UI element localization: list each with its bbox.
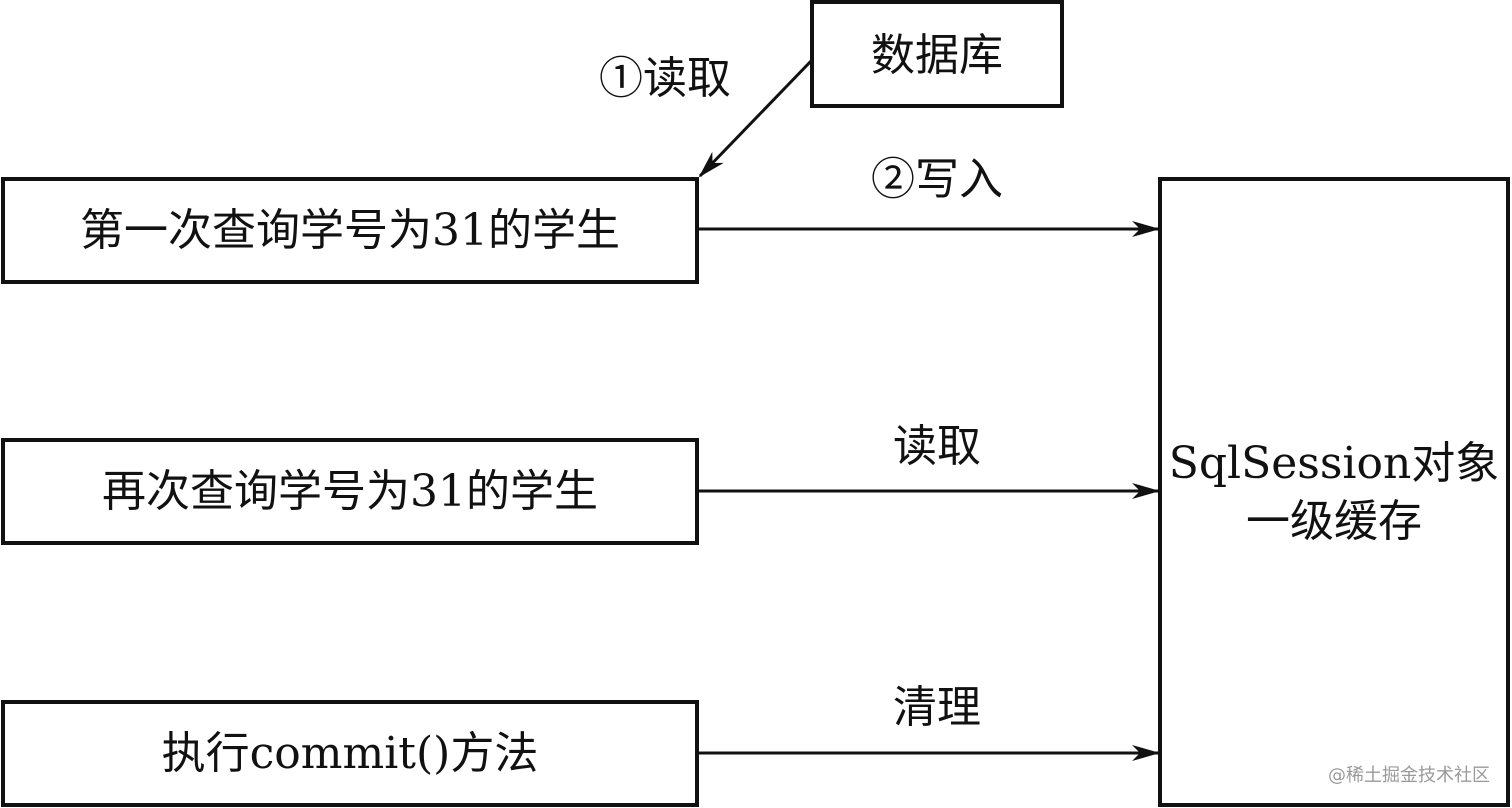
cache-box bbox=[1158, 177, 1510, 807]
edge-clear-cache: 清理 bbox=[697, 682, 1160, 761]
first-query-box bbox=[1, 177, 699, 284]
edge-read-from-cache: 读取 bbox=[697, 421, 1160, 499]
cache-node: SqlSession对象 一级缓存 bbox=[1158, 177, 1510, 807]
database-box bbox=[810, 0, 1064, 108]
commit-label: 执行commit()方法 bbox=[162, 728, 539, 779]
edge-label-read-from-cache: 读取 bbox=[893, 421, 981, 472]
edge-label-write-to-cache: ②写入 bbox=[871, 154, 1003, 205]
database-node: 数据库 bbox=[810, 0, 1064, 108]
second-query-box bbox=[1, 438, 699, 545]
edge-write-to-cache: ②写入 bbox=[697, 154, 1160, 237]
cache-label-line2: 一级缓存 bbox=[1246, 496, 1422, 547]
cache-label-line1: SqlSession对象 bbox=[1169, 438, 1500, 489]
database-label: 数据库 bbox=[871, 30, 1003, 81]
edge-label-read-from-db: ①读取 bbox=[599, 53, 731, 104]
edge-label-clear-cache: 清理 bbox=[893, 682, 981, 733]
second-query-node: 再次查询学号为31的学生 bbox=[1, 438, 699, 545]
first-query-node: 第一次查询学号为31的学生 bbox=[1, 177, 699, 284]
commit-node: 执行commit()方法 bbox=[1, 700, 699, 807]
second-query-label: 再次查询学号为31的学生 bbox=[102, 466, 598, 517]
edge-read-from-db: ①读取 bbox=[599, 53, 814, 178]
arrow-db-to-first-query bbox=[698, 58, 814, 178]
watermark-text: @稀土掘金技术社区 bbox=[1328, 765, 1490, 786]
first-query-label: 第一次查询学号为31的学生 bbox=[80, 205, 620, 256]
